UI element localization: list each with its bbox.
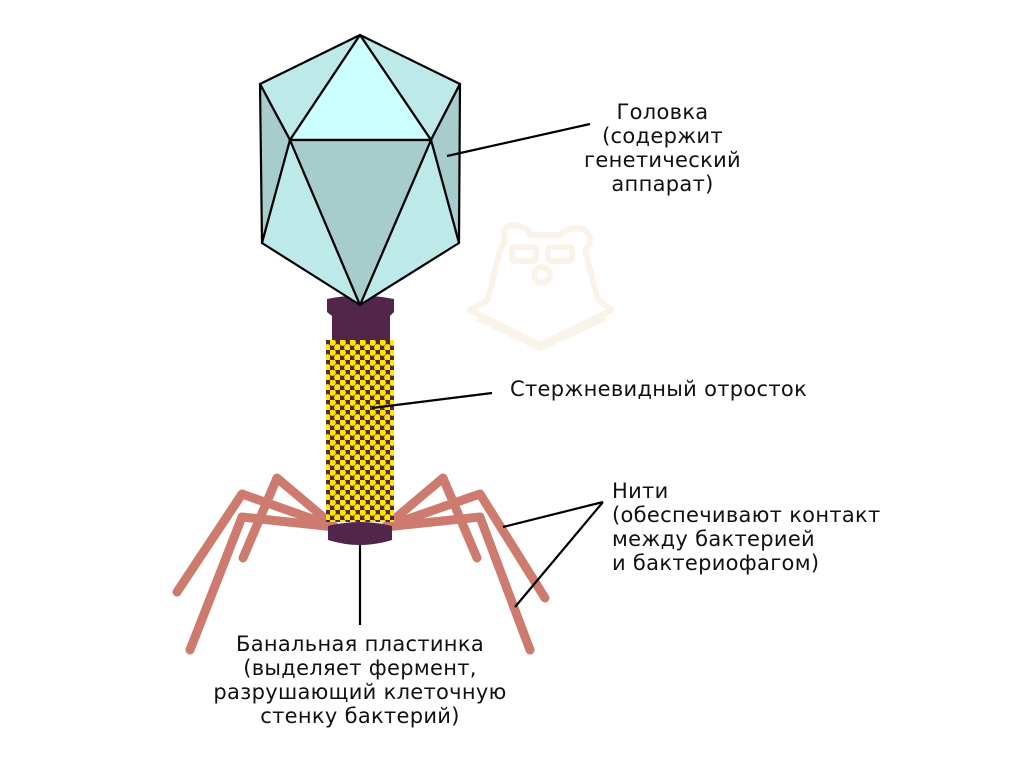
baseplate-label-line: разрушающий клеточную (213, 680, 507, 704)
head-label-line: аппарат) (611, 172, 714, 196)
baseplate (328, 522, 392, 545)
head-label-line: (содержит (602, 124, 723, 148)
tail-label: Стержневидный отросток (510, 377, 808, 401)
fibers-label-line: между бактерией (612, 527, 816, 551)
fibers-label-line: и бактериофагом) (612, 551, 820, 575)
head-label-line: Головка (616, 100, 709, 124)
fibers-label: Нити (обеспечивают контакт между бактери… (612, 479, 881, 575)
baseplate-label-line: стенку бактерий) (260, 704, 460, 728)
baseplate-label: Банальная пластинка (выделяет фермент, р… (180, 632, 540, 728)
head-label: Головка (содержит генетический аппарат) (560, 100, 765, 196)
collar (327, 295, 394, 340)
head-label-line: генетический (584, 148, 741, 172)
tail-fibers (172, 473, 550, 655)
fibers-label-line: (обеспечивают контакт (612, 503, 881, 527)
bear-logo-watermark (467, 222, 615, 351)
leader-lines (358, 122, 604, 625)
fibers-label-line: Нити (612, 479, 669, 503)
tail-sheath (326, 340, 394, 522)
baseplate-label-line: (выделяет фермент, (243, 656, 477, 680)
capsid-head (258, 33, 462, 307)
baseplate-label-line: Банальная пластинка (235, 632, 484, 656)
